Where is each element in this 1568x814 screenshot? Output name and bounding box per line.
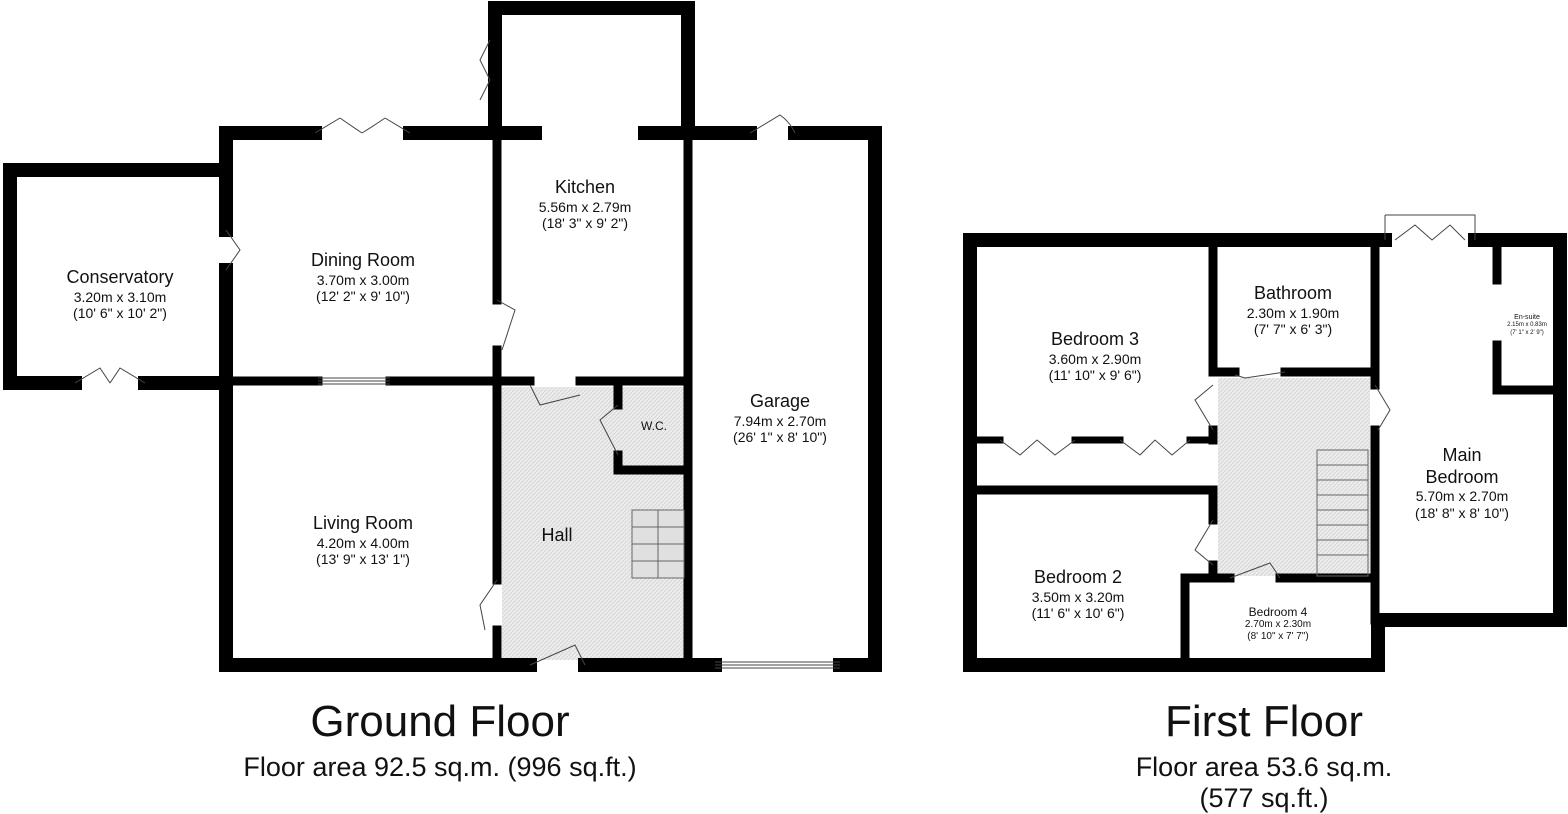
- room-garage: Garage 7.94m x 2.70m (26' 1" x 8' 10"): [733, 391, 827, 446]
- ground-floor-fixtures: [74, 39, 840, 669]
- room-name: Dining Room: [310, 250, 416, 270]
- room-metric: 3.50m x 3.20m: [1031, 588, 1125, 605]
- room-imperial: (26' 1" x 8' 10"): [733, 429, 827, 446]
- room-kitchen: Kitchen 5.56m x 2.79m (18' 3" x 9' 2"): [539, 177, 632, 232]
- ground-floor-caption: Ground Floor Floor area 92.5 sq.m. (996 …: [243, 697, 637, 783]
- room-name: Bedroom 3: [1050, 329, 1140, 349]
- room-name: Bedroom 4: [1248, 605, 1308, 619]
- room-en-suite: En-suite 2.15m x 0.83m (7' 1" x 2' 9"): [1507, 314, 1547, 337]
- landing-floor: [1218, 378, 1370, 576]
- first-floor-fixtures: [999, 214, 1476, 579]
- room-name: Living Room: [312, 513, 414, 533]
- room-bathroom: Bathroom 2.30m x 1.90m (7' 7" x 6' 3"): [1247, 283, 1340, 338]
- room-imperial: (11' 6" x 10' 6"): [1031, 605, 1125, 622]
- room-bedroom-2: Bedroom 2 3.50m x 3.20m (11' 6" x 10' 6"…: [1032, 567, 1125, 622]
- room-hall: Hall: [541, 525, 572, 547]
- room-metric: 5.70m x 2.70m: [1415, 488, 1509, 505]
- floor-title: Ground Floor: [310, 697, 570, 746]
- room-bedroom-3: Bedroom 3 3.60m x 2.90m (11' 10" x 9' 6"…: [1049, 329, 1142, 384]
- room-imperial: (18' 3" x 9' 2"): [541, 215, 629, 232]
- room-name: Hall: [541, 525, 573, 545]
- room-name: Kitchen: [554, 177, 616, 197]
- floor-area: Floor area 53.6 sq.m. (577 sq.ft.): [1135, 752, 1393, 814]
- room-name: Bathroom: [1253, 283, 1333, 303]
- floor-title: First Floor: [1165, 697, 1363, 746]
- room-metric: 2.30m x 1.90m: [1246, 304, 1340, 321]
- room-imperial: (18' 8" x 8' 10"): [1415, 504, 1509, 521]
- floor-area: Floor area 92.5 sq.m. (996 sq.ft.): [243, 752, 637, 783]
- first-floor-caption: First Floor Floor area 53.6 sq.m. (577 s…: [1112, 697, 1416, 814]
- room-name: Garage: [749, 391, 811, 411]
- room-conservatory: Conservatory 3.20m x 3.10m (10' 6" x 10'…: [66, 267, 173, 322]
- room-name: En-suite: [1514, 314, 1540, 321]
- room-imperial: (12' 2" x 9' 10"): [316, 288, 410, 305]
- room-name: Bedroom 2: [1033, 567, 1123, 587]
- room-metric: 5.56m x 2.79m: [538, 198, 632, 215]
- room-imperial: (10' 6" x 10' 2"): [73, 305, 167, 322]
- room-imperial: (11' 10" x 9' 6"): [1048, 367, 1142, 384]
- room-wc: W.C.: [641, 419, 667, 433]
- room-imperial: (7' 7" x 6' 3"): [1253, 321, 1333, 338]
- ground-floor-walls: [3, 1, 882, 672]
- floor-plan-drawing: [3, 1, 1567, 672]
- room-bedroom-4: Bedroom 4 2.70m x 2.30m (8' 10" x 7' 7"): [1245, 605, 1311, 643]
- room-imperial: (7' 1" x 2' 9"): [1510, 329, 1544, 336]
- room-metric: 3.60m x 2.90m: [1048, 350, 1142, 367]
- room-metric: 2.70m x 2.30m: [1244, 619, 1312, 631]
- room-imperial: (8' 10" x 7' 7"): [1247, 631, 1309, 643]
- room-metric: 2.15m x 0.83m: [1507, 322, 1547, 329]
- room-dining-room: Dining Room 3.70m x 3.00m (12' 2" x 9' 1…: [311, 250, 415, 305]
- room-metric: 7.94m x 2.70m: [733, 412, 827, 429]
- room-name: Main Bedroom: [1425, 445, 1499, 487]
- room-metric: 4.20m x 4.00m: [316, 534, 410, 551]
- room-metric: 3.70m x 3.00m: [316, 271, 410, 288]
- room-main-bedroom: Main Bedroom 5.70m x 2.70m (18' 8" x 8' …: [1409, 445, 1515, 522]
- room-name: Conservatory: [66, 267, 174, 287]
- room-metric: 3.20m x 3.10m: [73, 288, 167, 305]
- room-imperial: (13' 9" x 13' 1"): [316, 551, 410, 568]
- room-living-room: Living Room 4.20m x 4.00m (13' 9" x 13' …: [313, 513, 413, 568]
- first-floor-walls: [963, 233, 1567, 672]
- room-name: W.C.: [641, 419, 667, 433]
